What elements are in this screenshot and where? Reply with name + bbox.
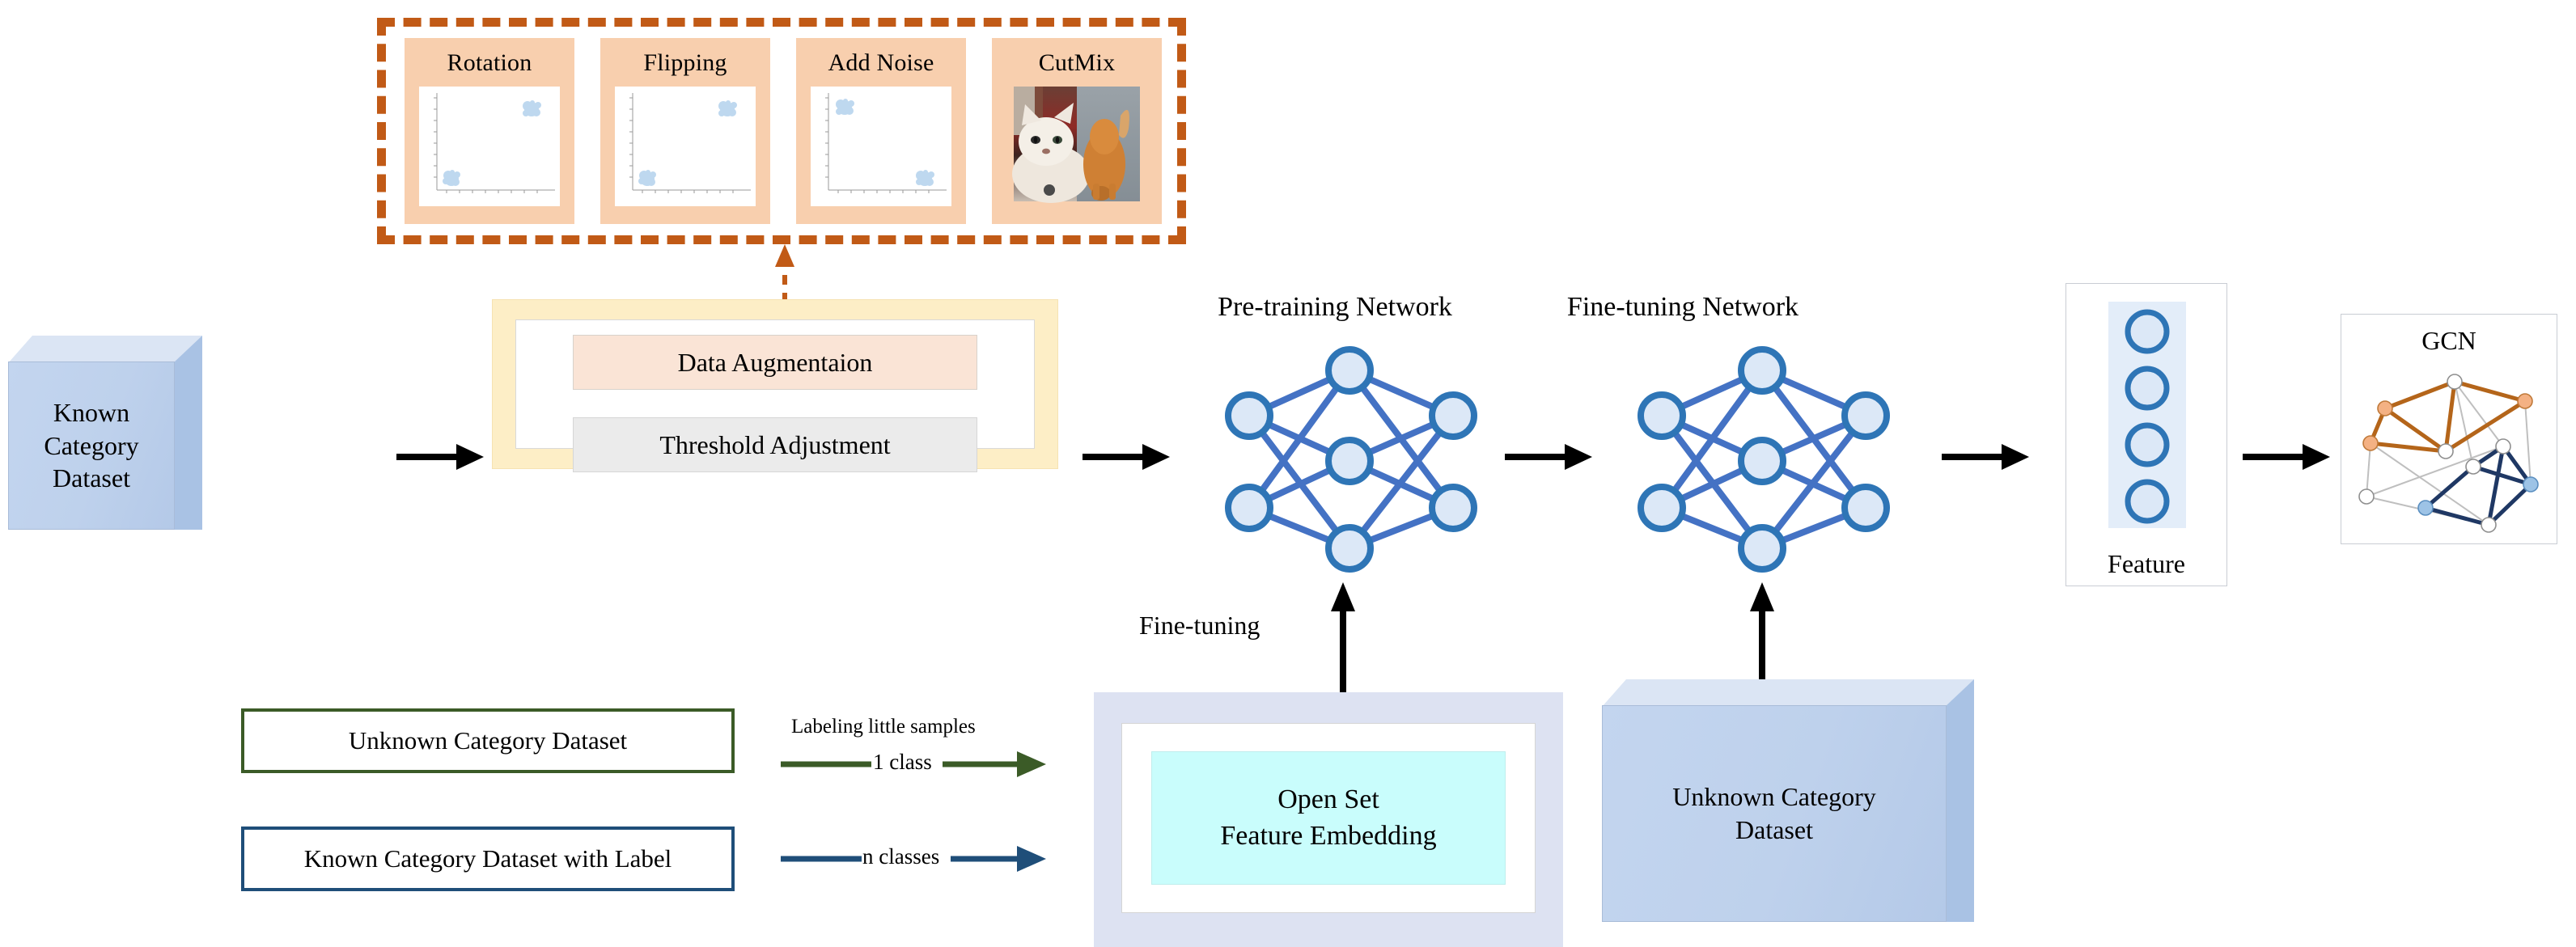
cube-side-face — [1945, 679, 1974, 922]
arrow-pretrain-to-finetune — [1505, 444, 1592, 470]
augmentation-card-flipping[interactable]: Flipping — [600, 38, 770, 224]
augmentation-card-label: Flipping — [643, 49, 727, 76]
feature-vector-box[interactable]: Feature — [2065, 283, 2227, 586]
feature-label: Feature — [2108, 549, 2185, 578]
gcn-title: GCN — [2421, 326, 2476, 355]
feature-vector-track — [2108, 302, 2186, 528]
legend-known-label: Known Category Dataset with Label — [303, 843, 672, 873]
cube-label-line2: Dataset — [53, 463, 130, 493]
scatter-thumbnail-rotation — [419, 87, 560, 206]
augmentation-card-rotation[interactable]: Rotation — [405, 38, 574, 224]
arrow-n-classes — [781, 846, 1046, 872]
scatter-thumbnail-add-noise — [811, 87, 951, 206]
unknown-category-dataset-cube[interactable]: Unknown Category Dataset — [1602, 679, 1974, 922]
fine-tuning-label: Fine-tuning — [1139, 611, 1260, 640]
cutmix-cat-image — [1012, 87, 1140, 205]
n-classes-label: n classes — [862, 844, 940, 869]
cube-front-face — [1602, 705, 1947, 922]
pre-training-network-graph[interactable] — [1214, 346, 1489, 582]
augmentation-dashed-container — [377, 18, 1186, 244]
open-set-line1: Open Set — [1277, 784, 1379, 815]
arrow-unknown-to-finetune — [1750, 582, 1774, 692]
open-set-line2: Feature Embedding — [1220, 820, 1437, 851]
known-category-dataset-label: Known Category Dataset — [8, 361, 175, 530]
open-set-feature-embedding-box: Open Set Feature Embedding — [1151, 751, 1506, 885]
cat-composite-image — [1012, 87, 1140, 203]
arrow-finetune-to-feature — [1942, 444, 2029, 470]
open-set-feature-embedding-panel[interactable]: Open Set Feature Embedding — [1094, 692, 1563, 947]
cube-side-face — [173, 336, 202, 530]
augmentation-card-label: Rotation — [447, 49, 532, 76]
legend-known-category-dataset-with-label[interactable]: Known Category Dataset with Label — [241, 827, 735, 891]
legend-unknown-label: Unknown Category Dataset — [348, 725, 628, 755]
pre-training-network-title: Pre-training Network — [1218, 292, 1452, 322]
open-set-panel-inner: Open Set Feature Embedding — [1121, 723, 1536, 913]
gcn-graph — [2358, 374, 2539, 533]
scatter-plot — [825, 93, 947, 193]
known-category-dataset-cube[interactable]: Known Category Dataset — [8, 336, 202, 530]
unknown-category-dataset-label: Unknown Category Dataset — [1602, 705, 1947, 922]
cube-label-line2: Dataset — [1735, 815, 1813, 844]
augmentation-card-label: Add Noise — [828, 49, 934, 76]
fine-tuning-network-title: Fine-tuning Network — [1566, 292, 1799, 322]
cube-top-face — [1602, 679, 1974, 707]
gcn-box[interactable]: GCN — [2341, 314, 2557, 544]
threshold-adjustment-label: Threshold Adjustment — [659, 429, 891, 459]
arrow-openset-to-pretrain — [1331, 582, 1355, 692]
arrow-pipeline-to-pretrain — [1083, 444, 1170, 470]
data-augmentation-label: Data Augmentaion — [677, 347, 873, 377]
arrow-feature-to-gcn — [2243, 444, 2330, 470]
arrow-dataset-to-pipeline — [396, 444, 484, 470]
cube-top-face — [8, 336, 202, 363]
augmentation-card-add-noise[interactable]: Add Noise — [796, 38, 966, 224]
labeling-little-samples-label: Labeling little samples — [791, 716, 976, 738]
scatter-thumbnail-flipping — [615, 87, 756, 206]
data-augmentation-step[interactable]: Data Augmentaion — [573, 335, 977, 390]
scatter-plot — [629, 93, 751, 193]
fine-tuning-network-graph[interactable] — [1626, 346, 1901, 582]
pipeline-panel-inner: Data Augmentaion Threshold Adjustment — [515, 319, 1035, 472]
cube-label-line1: Unknown Category — [1672, 782, 1876, 812]
scatter-plot — [434, 93, 555, 193]
one-class-label: 1 class — [873, 750, 932, 774]
augmentation-card-cutmix[interactable]: CutMix — [992, 38, 1162, 224]
feature-nodes — [2125, 309, 2170, 524]
cube-label-line1: Known Category — [44, 397, 139, 460]
augmentation-card-label: CutMix — [1038, 49, 1116, 76]
pipeline-panel: Data Augmentaion Threshold Adjustment — [492, 299, 1058, 472]
arrow-one-class — [781, 751, 1046, 777]
cube-front-face — [8, 361, 175, 530]
threshold-adjustment-step[interactable]: Threshold Adjustment — [573, 417, 977, 472]
legend-unknown-category-dataset[interactable]: Unknown Category Dataset — [241, 708, 735, 773]
